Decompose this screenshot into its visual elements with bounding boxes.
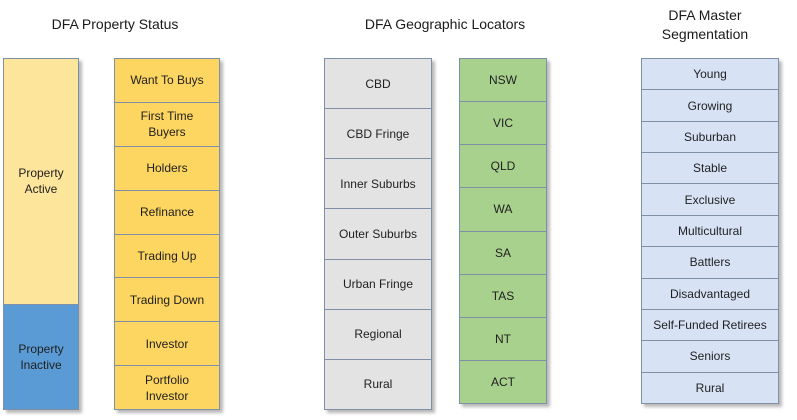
list-item: Regional [325,309,431,360]
list-item: Exclusive [642,184,778,216]
list-item: Stable [642,153,778,185]
list-item: First Time Buyers [115,102,219,147]
list-item: Holders [115,146,219,191]
list-item: ACT [460,360,546,403]
list-item: WA [460,188,546,232]
list-item: SA [460,231,546,275]
list-item: Trading Down [115,278,219,323]
list-item: VIC [460,102,546,146]
list-item: CBD Fringe [325,109,431,160]
list-item: Seniors [642,341,778,373]
property-stage-column: Property Active Property Inactive [3,58,79,410]
list-item: CBD [325,59,431,110]
list-item: Young [642,59,778,91]
list-item: Rural [642,372,778,403]
list-item: Suburban [642,121,778,154]
list-item: Want To Buys [115,59,219,103]
states-column: NSW VIC QLD WA SA TAS NT ACT [459,58,547,404]
list-item: Disadvantaged [642,278,778,310]
master-segmentation-column: Young Growing Suburban Stable Exclusive … [641,58,779,404]
property-active-stage: Property Active [4,59,78,305]
list-item: Refinance [115,190,219,235]
list-item: Battlers [642,247,778,279]
list-item: QLD [460,145,546,189]
property-segments-column: Want To Buys First Time Buyers Holders R… [114,58,220,410]
list-item: Trading Up [115,234,219,279]
geographic-locators-title: DFA Geographic Locators [364,16,526,32]
list-item: Growing [642,90,778,122]
list-item: Urban Fringe [325,259,431,310]
list-item: Self-Funded Retirees [642,309,778,342]
list-item: Multicultural [642,215,778,248]
property-inactive-stage: Property Inactive [4,304,78,409]
geographic-areas-column: CBD CBD Fringe Inner Suburbs Outer Subur… [324,58,432,410]
master-segmentation-title: DFA Master Segmentation [661,7,749,42]
list-item: Investor [115,322,219,367]
list-item: Outer Suburbs [325,209,431,260]
list-item: TAS [460,274,546,318]
property-status-title: DFA Property Status [51,16,179,32]
list-item: Inner Suburbs [325,159,431,210]
list-item: Portfolio Investor [115,366,219,409]
list-item: Rural [325,359,431,409]
list-item: NT [460,317,546,361]
list-item: NSW [460,59,546,103]
